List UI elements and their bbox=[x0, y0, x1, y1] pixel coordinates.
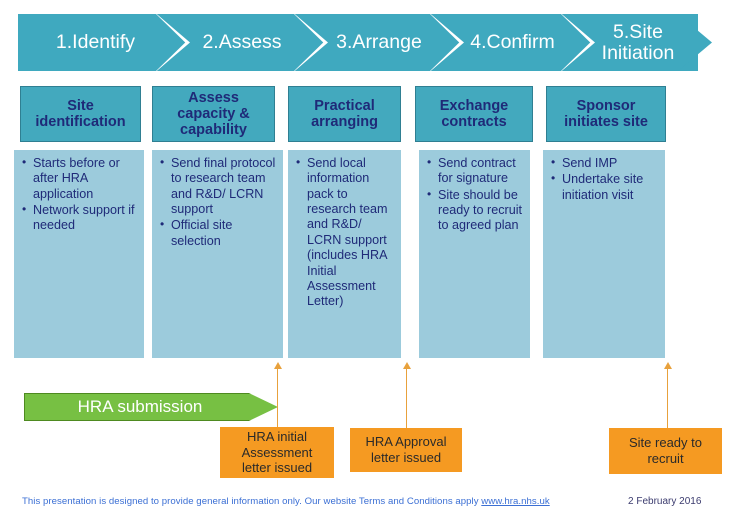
list-item: Send local information pack to research … bbox=[296, 155, 396, 310]
list-item: Starts before or after HRA application bbox=[22, 155, 139, 202]
chevron-step-1[interactable]: 1.Identify bbox=[18, 14, 173, 71]
content-box-practical-arranging: Send local information pack to research … bbox=[288, 150, 401, 358]
content-box-sponsor-initiates-site: Send IMP Undertake site initiation visit bbox=[543, 150, 665, 358]
list-item: Site should be ready to recruit to agree… bbox=[427, 187, 525, 234]
bullet-list-1: Starts before or after HRA application N… bbox=[18, 155, 139, 234]
connector-arrow-to-hra-approval bbox=[402, 362, 411, 428]
list-item: Send contract for signature bbox=[427, 155, 525, 187]
bullet-list-3: Send local information pack to research … bbox=[292, 155, 396, 310]
connector-stem bbox=[667, 367, 669, 428]
callout-hra-initial-assessment-letter[interactable]: HRA initial Assessment letter issued bbox=[220, 427, 334, 478]
content-box-assess-capacity: Send final protocol to research team and… bbox=[152, 150, 283, 358]
chevron-step-4-label: 4.Confirm bbox=[470, 31, 555, 54]
chevron-step-3[interactable]: 3.Arrange bbox=[311, 14, 447, 71]
content-box-site-identification: Starts before or after HRA application N… bbox=[14, 150, 144, 358]
heading-box-1-label: Site identification bbox=[35, 97, 126, 130]
list-item: Official site selection bbox=[160, 217, 278, 249]
callout-site-ready-to-recruit[interactable]: Site ready to recruit bbox=[609, 428, 722, 474]
chevron-step-5-label: 5.Site Initiation bbox=[601, 21, 675, 64]
hra-submission-arrow[interactable]: HRA submission bbox=[24, 393, 278, 421]
chevron-step-3-label: 3.Arrange bbox=[336, 31, 422, 54]
chevron-step-2-label: 2.Assess bbox=[202, 31, 282, 54]
list-item: Undertake site initiation visit bbox=[551, 171, 660, 203]
connector-stem bbox=[406, 367, 408, 428]
arrowhead-up-icon bbox=[402, 362, 411, 369]
callout-3-label: Site ready to recruit bbox=[629, 435, 702, 466]
list-item: Send final protocol to research team and… bbox=[160, 155, 278, 217]
list-item: Send IMP bbox=[551, 155, 660, 171]
list-item: Network support if needed bbox=[22, 202, 139, 234]
callout-1-label: HRA initial Assessment letter issued bbox=[241, 428, 313, 476]
heading-box-practical-arranging[interactable]: Practical arranging bbox=[288, 86, 401, 142]
heading-box-2-label: Assess capacity & capability bbox=[177, 89, 250, 139]
heading-box-assess-capacity[interactable]: Assess capacity & capability bbox=[152, 86, 275, 142]
callout-2-label: HRA Approval letter issued bbox=[365, 434, 447, 465]
heading-box-5-label: Sponsor initiates site bbox=[564, 97, 648, 130]
footer-website-link[interactable]: www.hra.nhs.uk bbox=[481, 496, 550, 507]
connector-arrow-to-site-ready bbox=[663, 362, 672, 428]
callout-hra-approval-letter[interactable]: HRA Approval letter issued bbox=[350, 428, 462, 472]
hra-submission-arrow-label: HRA submission bbox=[77, 397, 203, 416]
heading-box-4-label: Exchange contracts bbox=[439, 97, 509, 130]
chevron-step-4[interactable]: 4.Confirm bbox=[447, 14, 578, 71]
heading-box-exchange-contracts[interactable]: Exchange contracts bbox=[415, 86, 533, 142]
footer-disclaimer-text: This presentation is designed to provide… bbox=[22, 496, 482, 507]
connector-arrow-to-hra-initial-assessment bbox=[273, 362, 282, 428]
connector-stem bbox=[277, 367, 279, 428]
arrowhead-up-icon bbox=[663, 362, 672, 369]
footer-disclaimer: This presentation is designed to provide… bbox=[22, 496, 550, 507]
content-box-exchange-contracts: Send contract for signature Site should … bbox=[419, 150, 530, 358]
chevron-step-2[interactable]: 2.Assess bbox=[173, 14, 311, 71]
bullet-list-4: Send contract for signature Site should … bbox=[423, 155, 525, 234]
heading-box-3-label: Practical arranging bbox=[311, 97, 378, 130]
heading-box-sponsor-initiates-site[interactable]: Sponsor initiates site bbox=[546, 86, 666, 142]
heading-box-site-identification[interactable]: Site identification bbox=[20, 86, 141, 142]
footer-date: 2 February 2016 bbox=[628, 496, 702, 507]
bullet-list-2: Send final protocol to research team and… bbox=[156, 155, 278, 249]
bullet-list-5: Send IMP Undertake site initiation visit bbox=[547, 155, 660, 203]
arrowhead-up-icon bbox=[273, 362, 282, 369]
chevron-step-1-label: 1.Identify bbox=[55, 31, 136, 54]
process-chevron-band: 1.Identify 2.Assess 3.Arrange 4.Confirm … bbox=[18, 14, 712, 71]
